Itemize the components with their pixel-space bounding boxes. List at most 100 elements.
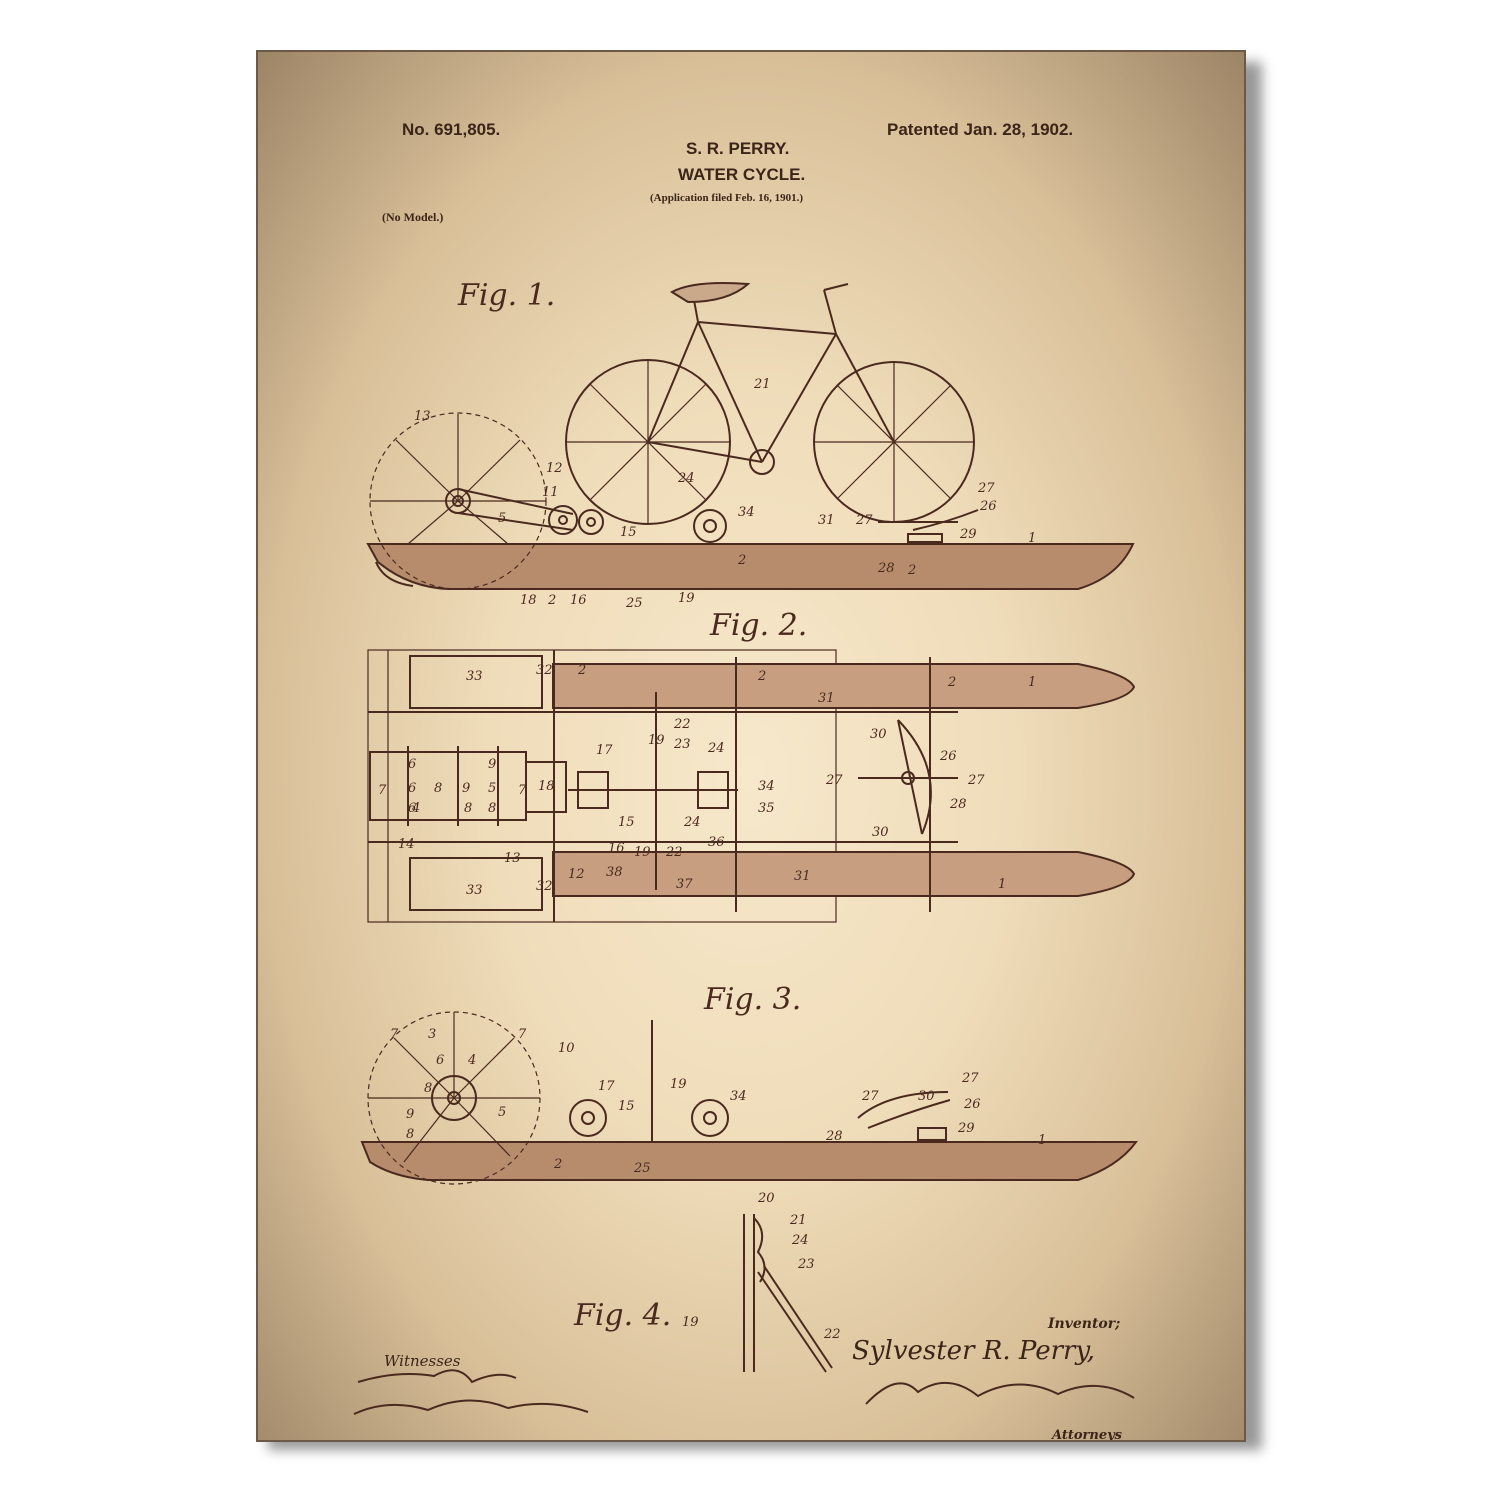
svg-text:34: 34 xyxy=(730,1089,747,1104)
svg-text:2: 2 xyxy=(947,675,956,690)
svg-text:21: 21 xyxy=(753,377,771,392)
fig4-drawing xyxy=(743,1214,833,1373)
svg-text:12: 12 xyxy=(568,867,585,882)
svg-text:22: 22 xyxy=(673,717,691,732)
svg-text:8: 8 xyxy=(434,781,442,796)
svg-text:8: 8 xyxy=(488,801,496,816)
svg-text:30: 30 xyxy=(918,1089,935,1104)
attorneys-label: Attorneys xyxy=(1052,1428,1122,1442)
svg-text:28: 28 xyxy=(949,797,967,812)
fig2-float-top xyxy=(409,655,543,709)
svg-text:26: 26 xyxy=(939,749,957,764)
svg-text:6: 6 xyxy=(436,1053,444,1068)
svg-text:22: 22 xyxy=(823,1327,841,1342)
svg-text:11: 11 xyxy=(542,485,559,500)
svg-text:1: 1 xyxy=(1038,1133,1046,1148)
svg-text:2: 2 xyxy=(757,669,766,684)
svg-text:19: 19 xyxy=(682,1315,699,1330)
svg-text:36: 36 xyxy=(708,835,725,850)
svg-text:4: 4 xyxy=(411,801,420,816)
svg-text:1: 1 xyxy=(1028,675,1036,690)
svg-text:16: 16 xyxy=(608,841,625,856)
fig1-hull xyxy=(366,543,1135,590)
svg-text:15: 15 xyxy=(620,525,637,540)
svg-text:7: 7 xyxy=(390,1027,399,1042)
svg-text:29: 29 xyxy=(959,527,977,542)
svg-text:30: 30 xyxy=(872,825,889,840)
svg-text:7: 7 xyxy=(378,783,387,798)
svg-text:12: 12 xyxy=(546,461,563,476)
svg-text:8: 8 xyxy=(464,801,472,816)
svg-text:6: 6 xyxy=(408,801,416,816)
svg-text:8: 8 xyxy=(406,1127,414,1142)
svg-text:17: 17 xyxy=(596,743,613,758)
svg-text:22: 22 xyxy=(665,845,683,860)
patented-date: Patented Jan. 28, 1902. xyxy=(887,120,1074,139)
fig3-label: Fig. 3. xyxy=(704,982,802,1017)
svg-text:6: 6 xyxy=(408,781,416,796)
svg-text:34: 34 xyxy=(738,505,755,520)
signatures xyxy=(353,1369,1135,1415)
svg-text:17: 17 xyxy=(598,1079,615,1094)
svg-text:16: 16 xyxy=(570,593,587,608)
svg-text:15: 15 xyxy=(618,815,635,830)
svg-text:28: 28 xyxy=(877,561,895,576)
inventor-short: S. R. PERRY. xyxy=(686,139,790,158)
svg-text:24: 24 xyxy=(683,815,701,830)
svg-text:1: 1 xyxy=(1028,531,1036,546)
svg-text:27: 27 xyxy=(967,773,985,788)
svg-text:26: 26 xyxy=(963,1097,981,1112)
svg-text:4: 4 xyxy=(467,1053,476,1068)
svg-text:24: 24 xyxy=(707,741,725,756)
svg-text:38: 38 xyxy=(606,865,623,880)
svg-text:9: 9 xyxy=(462,781,470,796)
patent-title: WATER CYCLE. xyxy=(678,165,806,184)
svg-text:31: 31 xyxy=(818,691,835,706)
svg-text:33: 33 xyxy=(466,669,483,684)
svg-text:27: 27 xyxy=(977,481,995,496)
svg-text:26: 26 xyxy=(979,499,997,514)
fig1-label: Fig. 1. xyxy=(458,278,556,313)
fig2-top-pontoon xyxy=(552,663,1136,709)
svg-text:19: 19 xyxy=(678,591,695,606)
svg-text:24: 24 xyxy=(677,471,695,486)
svg-text:15: 15 xyxy=(618,1099,635,1114)
svg-text:37: 37 xyxy=(676,877,693,892)
svg-text:25: 25 xyxy=(633,1161,651,1176)
svg-text:21: 21 xyxy=(789,1213,807,1228)
fig2-label: Fig. 2. xyxy=(710,608,808,643)
svg-text:30: 30 xyxy=(870,727,887,742)
svg-text:9: 9 xyxy=(406,1107,414,1122)
svg-text:13: 13 xyxy=(504,851,521,866)
fig3-hull xyxy=(360,1141,1138,1181)
svg-text:2: 2 xyxy=(577,663,586,678)
model-note: (No Model.) xyxy=(382,210,444,224)
svg-text:6: 6 xyxy=(408,757,416,772)
svg-text:23: 23 xyxy=(673,737,691,752)
witness-signature-1 xyxy=(357,1369,517,1384)
svg-text:32: 32 xyxy=(536,663,553,678)
svg-text:9: 9 xyxy=(488,757,496,772)
patent-number: No. 691,805. xyxy=(402,120,501,139)
inventor-label: Inventor; xyxy=(1048,1316,1121,1332)
svg-text:32: 32 xyxy=(536,879,553,894)
svg-text:35: 35 xyxy=(758,801,775,816)
svg-text:2: 2 xyxy=(547,593,556,608)
inventor-name: Sylvester R. Perry, xyxy=(852,1336,1095,1366)
svg-text:7: 7 xyxy=(518,783,527,798)
svg-text:27: 27 xyxy=(861,1089,879,1104)
svg-text:1: 1 xyxy=(998,877,1006,892)
svg-text:10: 10 xyxy=(558,1041,575,1056)
witness-signature-2 xyxy=(353,1399,589,1415)
application-date: (Application filed Feb. 16, 1901.) xyxy=(650,192,804,204)
fig2-bottom-pontoon xyxy=(552,851,1136,897)
witnesses-label: Witnesses xyxy=(384,1352,461,1370)
svg-text:2: 2 xyxy=(907,563,916,578)
svg-text:31: 31 xyxy=(794,869,811,884)
svg-text:27: 27 xyxy=(961,1071,979,1086)
svg-text:34: 34 xyxy=(758,779,775,794)
fig4-label: Fig. 4. xyxy=(574,1298,672,1333)
svg-text:18: 18 xyxy=(538,779,555,794)
svg-text:5: 5 xyxy=(498,511,506,526)
